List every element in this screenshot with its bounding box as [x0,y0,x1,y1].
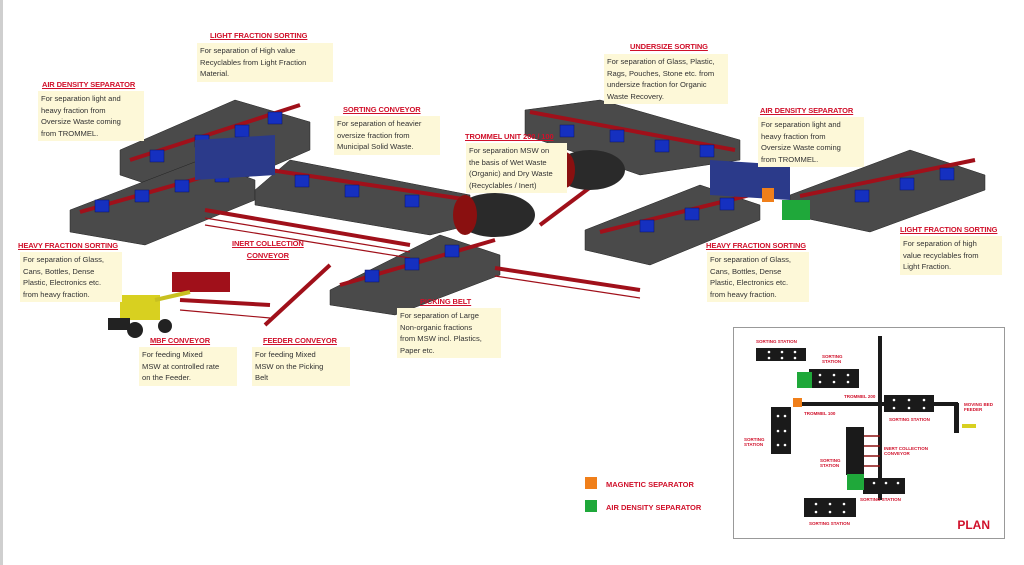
magnetic-separator [762,188,774,202]
note-line: For separation MSW on [469,146,550,155]
note-line: For separation of Glass, Plastic, [607,57,715,66]
sorting-conveyor-title: SORTING CONVEYOR [343,105,421,114]
railings [179,217,641,319]
note-line: For separation of heavier [337,119,422,128]
note-line: on the Feeder. [142,373,191,382]
plan-label: TROMMEL 100 [804,411,836,416]
note-line: heavy fraction from [41,105,106,115]
plan-label: SORTING STATION [820,458,841,468]
note-line: heavy fraction from [761,131,826,141]
plan-label: SORTING STATION [809,521,850,526]
note-line: Oversize Waste coming [41,117,121,126]
note-line: Cans, Bottles, Dense [710,266,782,276]
note-line: Recyclables from Light Fraction [200,57,307,67]
air-density-separator-left-title: AIR DENSITY SEPARATOR [42,80,136,89]
note-line: Plastic, Electronics etc. [23,278,102,287]
note-line: Municipal Solid Waste. [337,142,414,151]
heavy-fraction-sorting-right-title: HEAVY FRACTION SORTING [706,241,807,250]
air-density-separator-legend: AIR DENSITY SEPARATOR [606,503,702,512]
note-line: Belt [255,373,269,382]
trommel-unit-note: For separation MSW on the basis of Wet W… [466,143,567,193]
note-line: For separation light and [761,120,841,129]
plan-label: SORTING STATION [744,437,765,447]
note-line: For feeding Mixed [255,350,316,359]
note-line: value recyclables from [903,250,979,260]
note-line: undersize fraction for Organic [607,80,707,89]
light-fraction-sorting-right-title: LIGHT FRACTION SORTING [900,225,998,234]
trommel-unit-title: TROMMEL UNIT 200 / 100 [465,132,554,141]
light-fraction-sorting-note: For separation of High value Recyclables… [197,43,333,82]
heavy-fraction-sorting-left-title: HEAVY FRACTION SORTING [18,241,119,250]
note-line: Non-organic fractions [400,322,473,332]
note-line: For separation of high [903,239,977,248]
sorting-conveyor-note: For separation of heavier oversize fract… [334,116,440,155]
plan-title: PLAN [957,518,990,532]
light-fraction-sorting-title: LIGHT FRACTION SORTING [210,31,308,40]
note-line: the basis of Wet Waste [469,157,547,167]
note-line: from heavy fraction. [710,289,777,299]
magnetic-separator-swatch [585,477,597,489]
note-line: For feeding Mixed [142,350,203,359]
plan-label: MOVING BED FEEDER [964,402,994,412]
air-density-separators [195,135,790,200]
undersize-sorting-title: UNDERSIZE SORTING [630,42,708,51]
plan-label: SORTING STATION [860,497,901,502]
undersize-sorting-note: For separation of Glass, Plastic, Rags, … [604,54,728,104]
note-line: oversize fraction from [337,130,410,140]
plan-label: SORTING STATION [756,339,797,344]
plan-label: INERT COLLECTION CONVEYOR [884,446,928,456]
feeder-conveyor-title: FEEDER CONVEYOR [263,336,337,345]
note-line: (Recyclables / Inert) [469,180,537,190]
mbf-conveyor-title: MBF CONVEYOR [150,336,211,345]
note-line: For separation of Glass, [710,255,792,264]
plan-inset: SORTING STATION SORTING STATION TROMMEL … [733,327,1005,539]
plan-label: SORTING STATION [822,354,843,364]
air-density-separator-right-note: For separation light and heavy fraction … [758,117,864,167]
note-line: Paper etc. [400,345,435,355]
sorting-bins [94,111,955,283]
picking-belt-title: PICKING BELT [420,297,472,306]
note-line: MSW at controlled rate [142,361,220,371]
note-line: MSW on the Picking [255,361,324,371]
platforms [69,99,986,316]
heavy-fraction-sorting-right-note: For separation of Glass, Cans, Bottles, … [707,252,809,302]
heavy-fraction-sorting-left-note: For separation of Glass, Cans, Bottles, … [20,252,122,302]
air-density-separator-swatch [585,500,597,512]
note-line: from TROMMEL. [761,154,819,164]
light-fraction-sorting-right-note: For separation of high value recyclables… [900,236,1002,275]
note-line: For separation of Large [400,311,479,320]
air-density-separator-left-note: For separation light and heavy fraction … [38,91,144,141]
mbf-conveyor-note: For feeding Mixed MSW at controlled rate… [139,347,237,386]
note-line: from MSW incl. Plastics, [400,334,482,343]
note-line: Waste Recovery. [607,91,664,101]
magnetic-separator-legend: MAGNETIC SEPARATOR [606,480,694,489]
note-line: Rags, Pouches, Stone etc. from [607,68,715,78]
plan-label: TROMMEL 200 [844,394,876,399]
note-line: Plastic, Electronics etc. [710,278,789,287]
note-line: Oversize Waste coming [761,143,841,152]
picking-belt-note: For separation of Large Non-organic frac… [397,308,501,358]
mbf-feeder [172,272,230,292]
air-density-separator-unit [782,200,810,220]
title-line: INERT COLLECTION [232,239,304,248]
note-line: Cans, Bottles, Dense [23,266,95,276]
note-line: from heavy fraction. [23,289,90,299]
title-line: CONVEYOR [246,251,289,260]
note-line: For separation of High value [200,46,296,55]
plan-label: SORTING STATION [889,417,930,422]
note-line: (Organic) and Dry Waste [469,169,553,178]
feeder-conveyor-note: For feeding Mixed MSW on the Picking Bel… [252,347,350,386]
note-line: For separation light and [41,94,121,103]
left-border [0,0,3,565]
note-line: Material. [200,69,230,78]
note-line: Light Fraction. [903,262,952,271]
inert-collection-conveyor-title: INERT COLLECTION CONVEYOR [232,238,304,262]
wheel-loader [108,290,191,338]
plan-drawing [756,336,976,517]
note-line: from TROMMEL. [41,128,99,138]
air-density-separator-right-title: AIR DENSITY SEPARATOR [760,106,854,115]
note-line: For separation of Glass, [23,255,105,264]
